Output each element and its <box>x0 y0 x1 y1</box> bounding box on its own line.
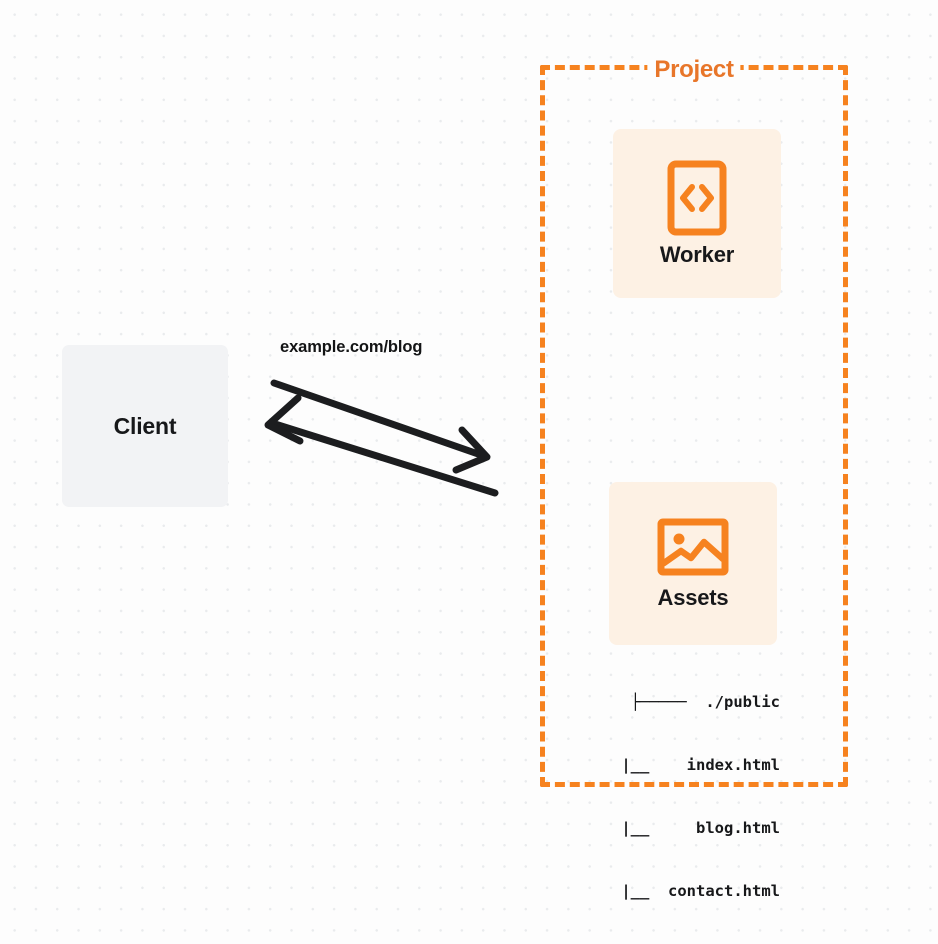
worker-node-label: Worker <box>659 241 735 267</box>
file-tree-line: |__ blog.html <box>574 819 780 837</box>
file-tree-line: |__ contact.html <box>574 882 780 900</box>
assets-file-tree: ├───── ./public |__ index.html |__ blog.… <box>560 650 780 944</box>
diagram-canvas: Client example.com/blog Project Worker <box>62 56 848 900</box>
image-picture-icon <box>657 518 729 575</box>
project-group-label: Project <box>647 56 741 84</box>
assets-node[interactable]: Assets <box>609 482 777 645</box>
response-arrow <box>264 394 499 497</box>
client-node-label: Client <box>113 412 177 439</box>
request-arrow <box>270 379 491 474</box>
client-node[interactable]: Client <box>62 345 228 507</box>
project-group: Project <box>540 56 848 787</box>
request-url-label: example.com/blog <box>280 338 423 356</box>
file-tree-line: |__ index.html <box>574 756 780 774</box>
file-tree-line: ├───── ./public <box>630 693 780 711</box>
code-brackets-document-icon <box>667 160 727 235</box>
assets-node-label: Assets <box>657 584 729 610</box>
worker-node[interactable]: Worker <box>613 129 781 298</box>
